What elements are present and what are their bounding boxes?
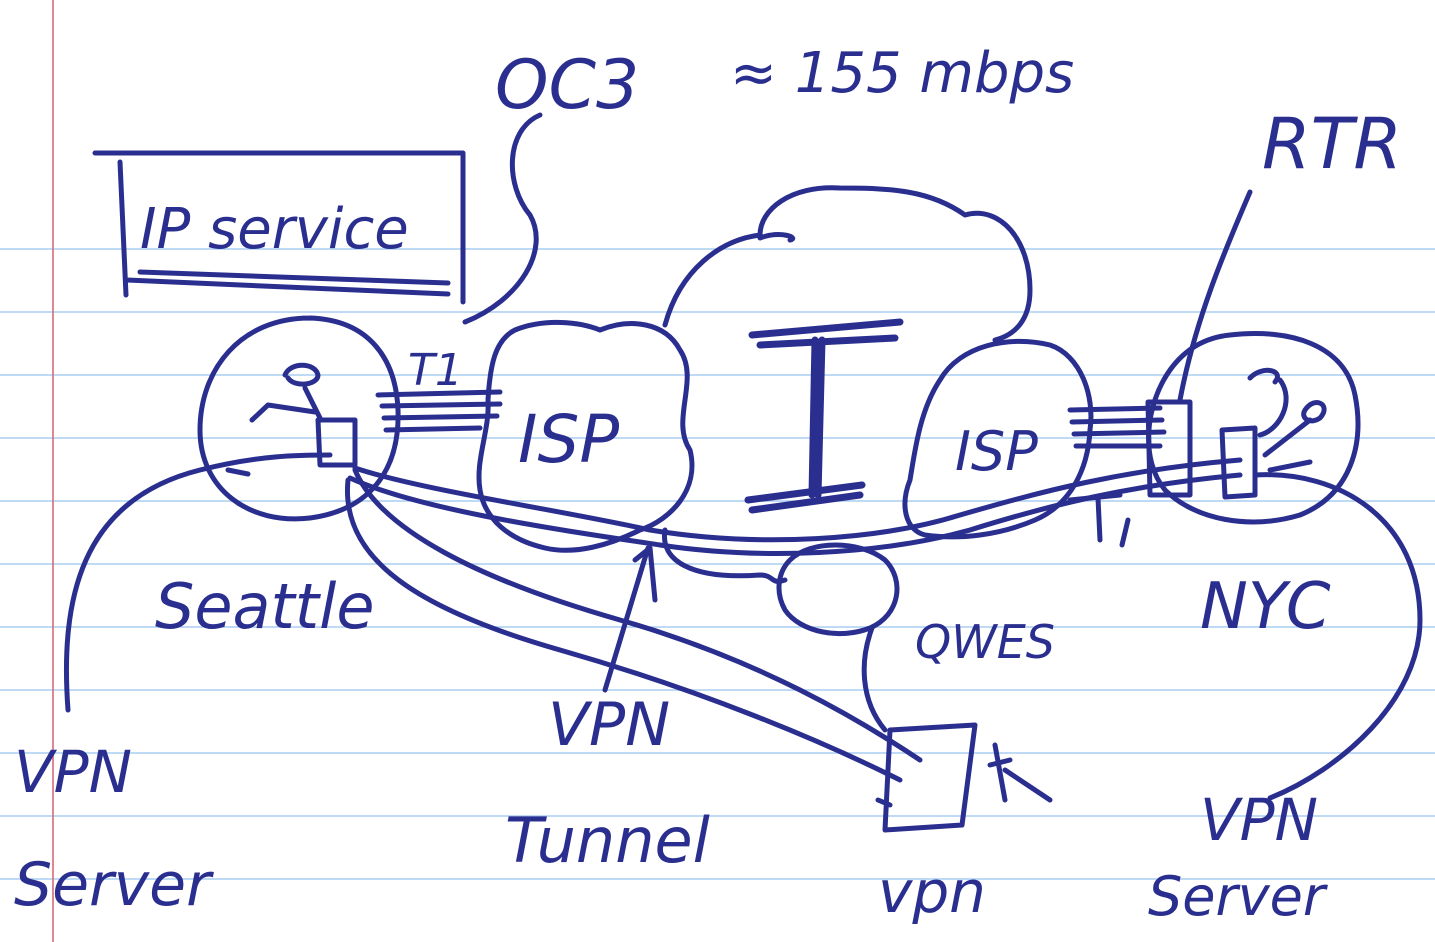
internet-cloud-lower — [757, 232, 795, 243]
rtr-label: RTR — [1262, 103, 1402, 185]
seattle-router-icon — [315, 417, 358, 468]
oc3-label: OC3 — [495, 46, 639, 125]
seattle-site-cloud — [197, 315, 401, 522]
seattle-local-link — [225, 402, 318, 477]
vpn-client-antenna — [987, 742, 1053, 803]
qwes-to-vpn-link — [861, 625, 888, 733]
vpn-arrow-label: VPN — [548, 690, 670, 760]
ruled-lines — [0, 248, 1435, 880]
vpn-server-left-label-line1: VPN — [14, 738, 132, 806]
nyc-site-cloud — [1146, 331, 1361, 525]
vpn-server-right-label-line1: VPN — [1200, 786, 1318, 854]
rtr-pointer — [1177, 189, 1253, 403]
t1-left-label: T1 — [408, 345, 463, 396]
qwes-cloud — [776, 542, 900, 637]
seattle-host-icon — [282, 362, 323, 421]
vpn-client-tunnel-2 — [344, 477, 903, 783]
vpn-arrow — [602, 545, 658, 693]
vpn-client-label: vpn — [878, 858, 986, 926]
internet-cloud — [662, 185, 1033, 343]
t1-link-left — [375, 389, 503, 433]
vpn-server-right-label-line2: Server — [1148, 865, 1328, 928]
vpn-client-tunnel-1 — [352, 467, 923, 763]
tunnel-label: Tunnel — [505, 804, 710, 877]
seattle-label: Seattle — [155, 570, 374, 643]
internet-i-beam — [744, 318, 904, 514]
tunnel-line-1 — [352, 457, 1243, 543]
t1-right-mark — [1067, 492, 1131, 548]
nyc-host-icon — [1247, 367, 1327, 473]
oc3-leader-line — [462, 112, 543, 325]
vpn-client-box — [875, 722, 978, 833]
vpn-server-right-leader — [1252, 472, 1423, 801]
nyc-router-icon — [1145, 399, 1193, 498]
vpn-server-left-label-line2: Server — [14, 850, 214, 920]
labels: OC3 ≈ 155 mbps RTR IP service T1 ISP ISP… — [14, 41, 1402, 928]
ip-service-label: IP service — [140, 197, 409, 262]
qwes-label: QWES — [915, 615, 1055, 669]
vpn-server-left-leader — [63, 452, 333, 713]
lower-internet-connector — [661, 527, 788, 584]
nyc-label: NYC — [1200, 570, 1331, 644]
isp-left-label: ISP — [518, 401, 619, 478]
isp-right-label: ISP — [955, 420, 1038, 483]
ip-service-box — [92, 150, 466, 305]
speed-label: ≈ 155 mbps — [730, 41, 1074, 106]
isp-right-cloud — [902, 338, 1094, 540]
